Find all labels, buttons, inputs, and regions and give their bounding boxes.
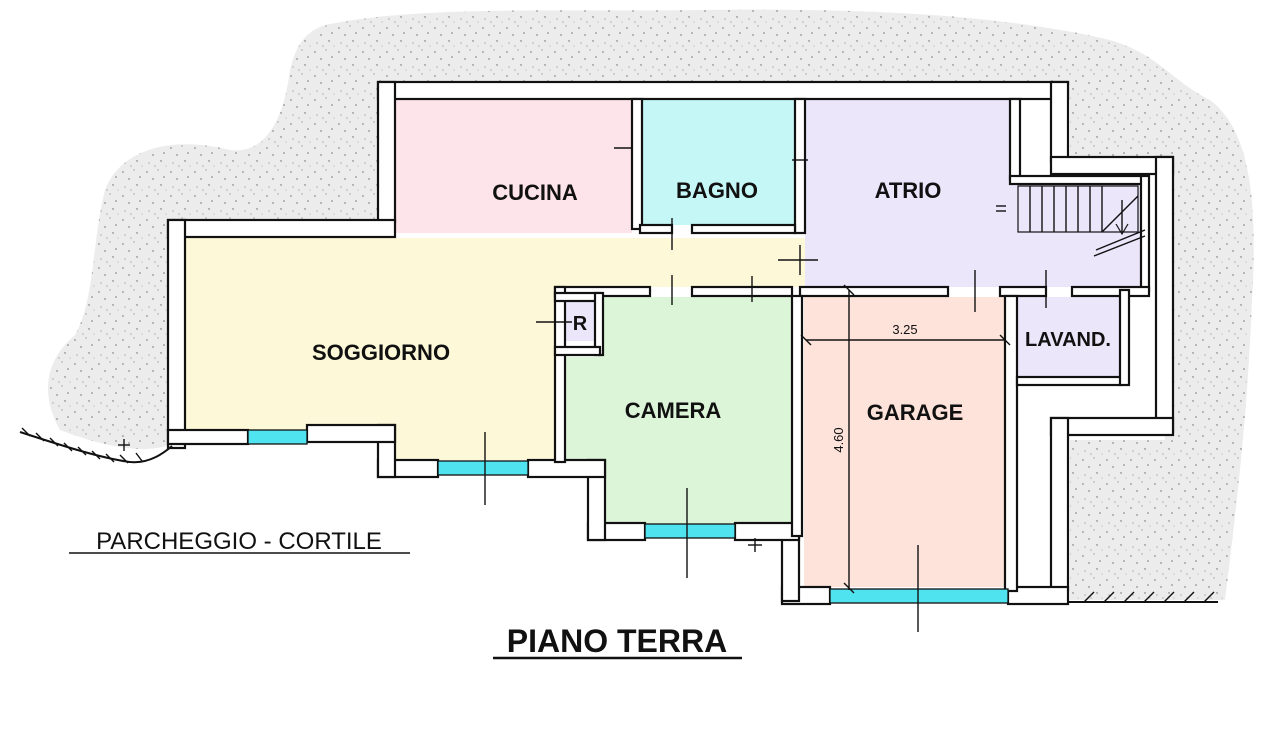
room-fill-ripostiglio (563, 297, 596, 341)
room-label-soggiorno: SOGGIORNO (312, 340, 450, 365)
room-label-cucina: CUCINA (492, 180, 578, 205)
window-soggiorno-bottom (437, 460, 529, 476)
room-fill-lavanderia (1017, 297, 1120, 377)
room-fill-camera (565, 297, 792, 530)
room-fill-bagno (642, 100, 795, 225)
exterior-walls (166, 80, 1175, 606)
room-label-camera: CAMERA (625, 398, 722, 423)
room-label-garage: GARAGE (867, 400, 964, 425)
terrain-area (48, 9, 1254, 601)
room-label-bagno: BAGNO (676, 178, 758, 203)
outdoor-label: PARCHEGGIO - CORTILE (96, 528, 382, 555)
room-fill-garage (804, 297, 1005, 587)
room-label-atrio: ATRIO (875, 178, 942, 203)
ground-hatch-right (1068, 591, 1218, 603)
window-garage (829, 588, 1009, 604)
dimension-garage-depth: 4.60 (831, 427, 846, 452)
room-label-lavanderia: LAVAND. (1025, 329, 1111, 351)
room-fill-cucina (395, 100, 632, 233)
door-markers (484, 147, 1047, 632)
room-label-ripostiglio: R (573, 313, 588, 335)
terrain-bottom-right (1070, 440, 1165, 600)
plan-title: PIANO TERRA (507, 623, 727, 659)
staircase (996, 185, 1146, 257)
room-fill-soggiorno (185, 238, 805, 460)
garage-dimensions (800, 284, 1011, 594)
dimension-garage-width: 3.25 (892, 322, 917, 337)
room-fill-atrio (805, 100, 1150, 287)
window-camera (644, 523, 736, 539)
interior-walls (553, 97, 1151, 593)
window-soggiorno-left (247, 429, 308, 445)
ground-hatch-left (19, 427, 173, 464)
windows (247, 429, 1009, 604)
